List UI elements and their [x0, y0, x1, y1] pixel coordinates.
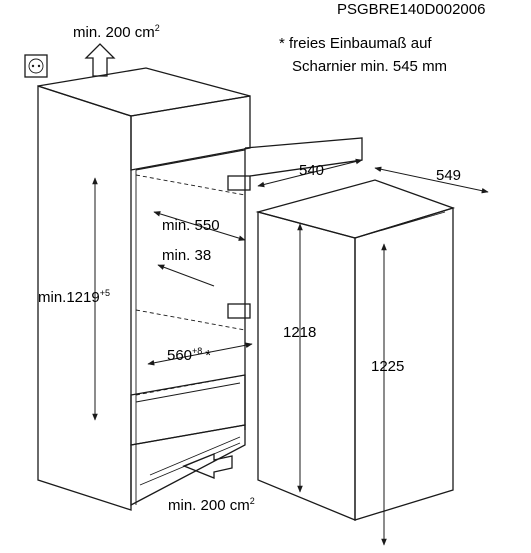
dim-min550-label: min. 550	[162, 217, 220, 234]
power-socket-icon	[24, 54, 48, 78]
dim-540-label: 540	[299, 162, 324, 179]
dim-560-sup: +8	[192, 346, 202, 356]
dim-540-line	[257, 158, 363, 188]
dim-min38-label: min. 38	[162, 247, 211, 264]
dim-min38-line	[157, 264, 215, 287]
vent-up-arrow-icon	[84, 43, 116, 77]
dim-min1219-label: min.1219+5	[38, 288, 110, 306]
dim-1225-label: 1225	[371, 358, 404, 375]
note-line-2: Scharnier min. 545 mm	[292, 58, 447, 75]
dim-549-label: 549	[436, 167, 461, 184]
refrigerator	[255, 179, 456, 521]
dim-560-value: 560	[167, 347, 192, 364]
vent-in-arrow-icon	[182, 453, 233, 479]
dim-min1219-sup: +5	[100, 288, 110, 298]
vent-top-sup: 2	[155, 23, 160, 33]
cabinet-niche	[37, 67, 251, 511]
dim-560-label: 560+8*	[167, 346, 211, 364]
dim-min550-line	[153, 211, 246, 241]
note-line-1: * freies Einbaumaß auf	[279, 35, 432, 52]
dim-min1219-value: min.1219	[38, 289, 100, 306]
dim-1218-label: 1218	[283, 324, 316, 341]
diagram-code: PSGBRE140D002006	[337, 1, 485, 18]
dim-549-line	[374, 166, 489, 194]
hinge-bottom	[227, 303, 251, 319]
hinge-top	[227, 175, 251, 191]
dim-560-line	[147, 342, 253, 366]
vent-top-value: min. 200 cm	[73, 24, 155, 41]
vent-bottom-sup: 2	[250, 496, 255, 506]
vent-top-label: min. 200 cm2	[73, 23, 160, 41]
dim-560-star: *	[205, 347, 211, 364]
vent-bottom-label: min. 200 cm2	[168, 496, 255, 514]
vent-bottom-value: min. 200 cm	[168, 497, 250, 514]
